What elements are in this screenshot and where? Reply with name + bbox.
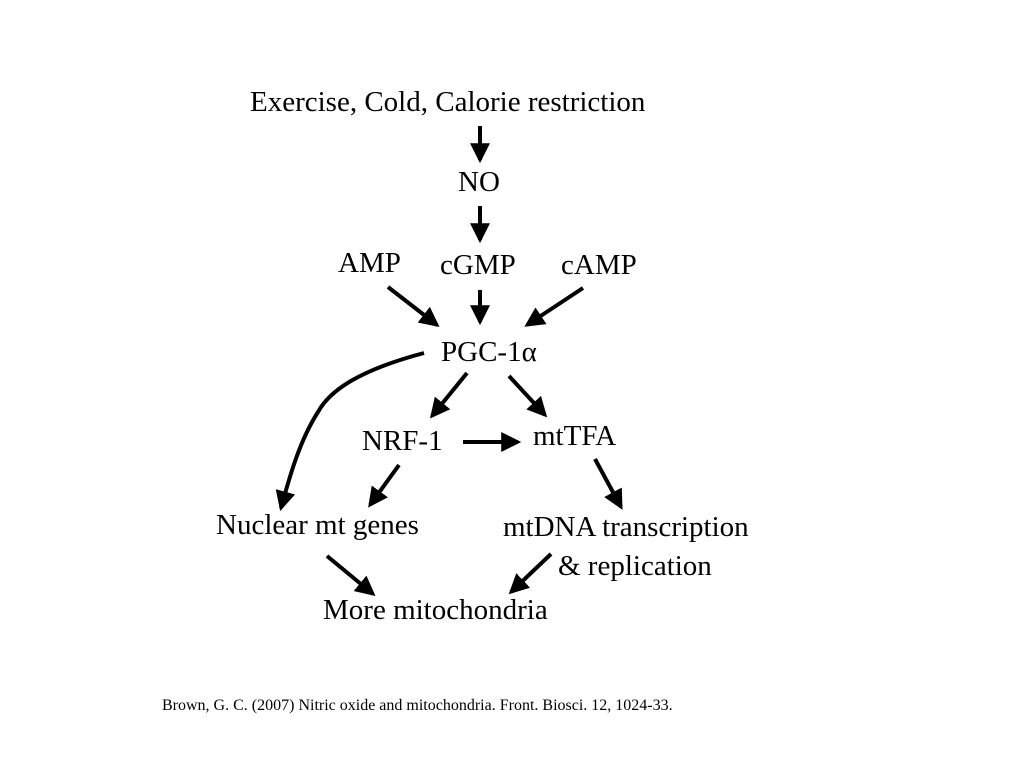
alpha-symbol: α bbox=[521, 336, 537, 368]
arrow-mttfa-to-mtdna bbox=[593, 458, 623, 510]
pgc-1-alpha-label: PGC-1α bbox=[441, 338, 537, 367]
more-mitochondria-label: More mitochondria bbox=[323, 594, 548, 626]
arrow-mtdna-to-more-mito bbox=[508, 552, 553, 595]
arrow-nuclear-genes-to-more-mito bbox=[325, 554, 376, 597]
arrow-amp-to-pgc bbox=[386, 285, 440, 327]
cgmp-label: cGMP bbox=[440, 249, 516, 281]
pgc-1-prefix: PGC-1 bbox=[441, 336, 522, 368]
mtdna-transcription-label: mtDNA transcription bbox=[503, 511, 749, 543]
arrow-pgc-to-nuclear-genes bbox=[275, 351, 425, 512]
camp-label: cAMP bbox=[561, 249, 637, 281]
arrow-camp-to-pgc bbox=[524, 286, 585, 327]
stimuli-label: Exercise, Cold, Calorie restriction bbox=[250, 86, 646, 118]
arrow-pgc-to-nrf1 bbox=[429, 371, 469, 419]
amp-label: AMP bbox=[338, 247, 401, 279]
arrow-pgc-to-mttfa bbox=[507, 374, 548, 418]
no-label: NO bbox=[458, 166, 500, 198]
replication-label: & replication bbox=[558, 550, 712, 582]
citation: Brown, G. C. (2007) Nitric oxide and mit… bbox=[162, 697, 673, 714]
nuclear-mt-genes-label: Nuclear mt genes bbox=[216, 509, 419, 541]
arrow-nrf1-to-nuclear-genes bbox=[368, 463, 401, 508]
mttfa-label: mtTFA bbox=[533, 420, 617, 452]
nrf-1-label: NRF-1 bbox=[362, 425, 443, 457]
